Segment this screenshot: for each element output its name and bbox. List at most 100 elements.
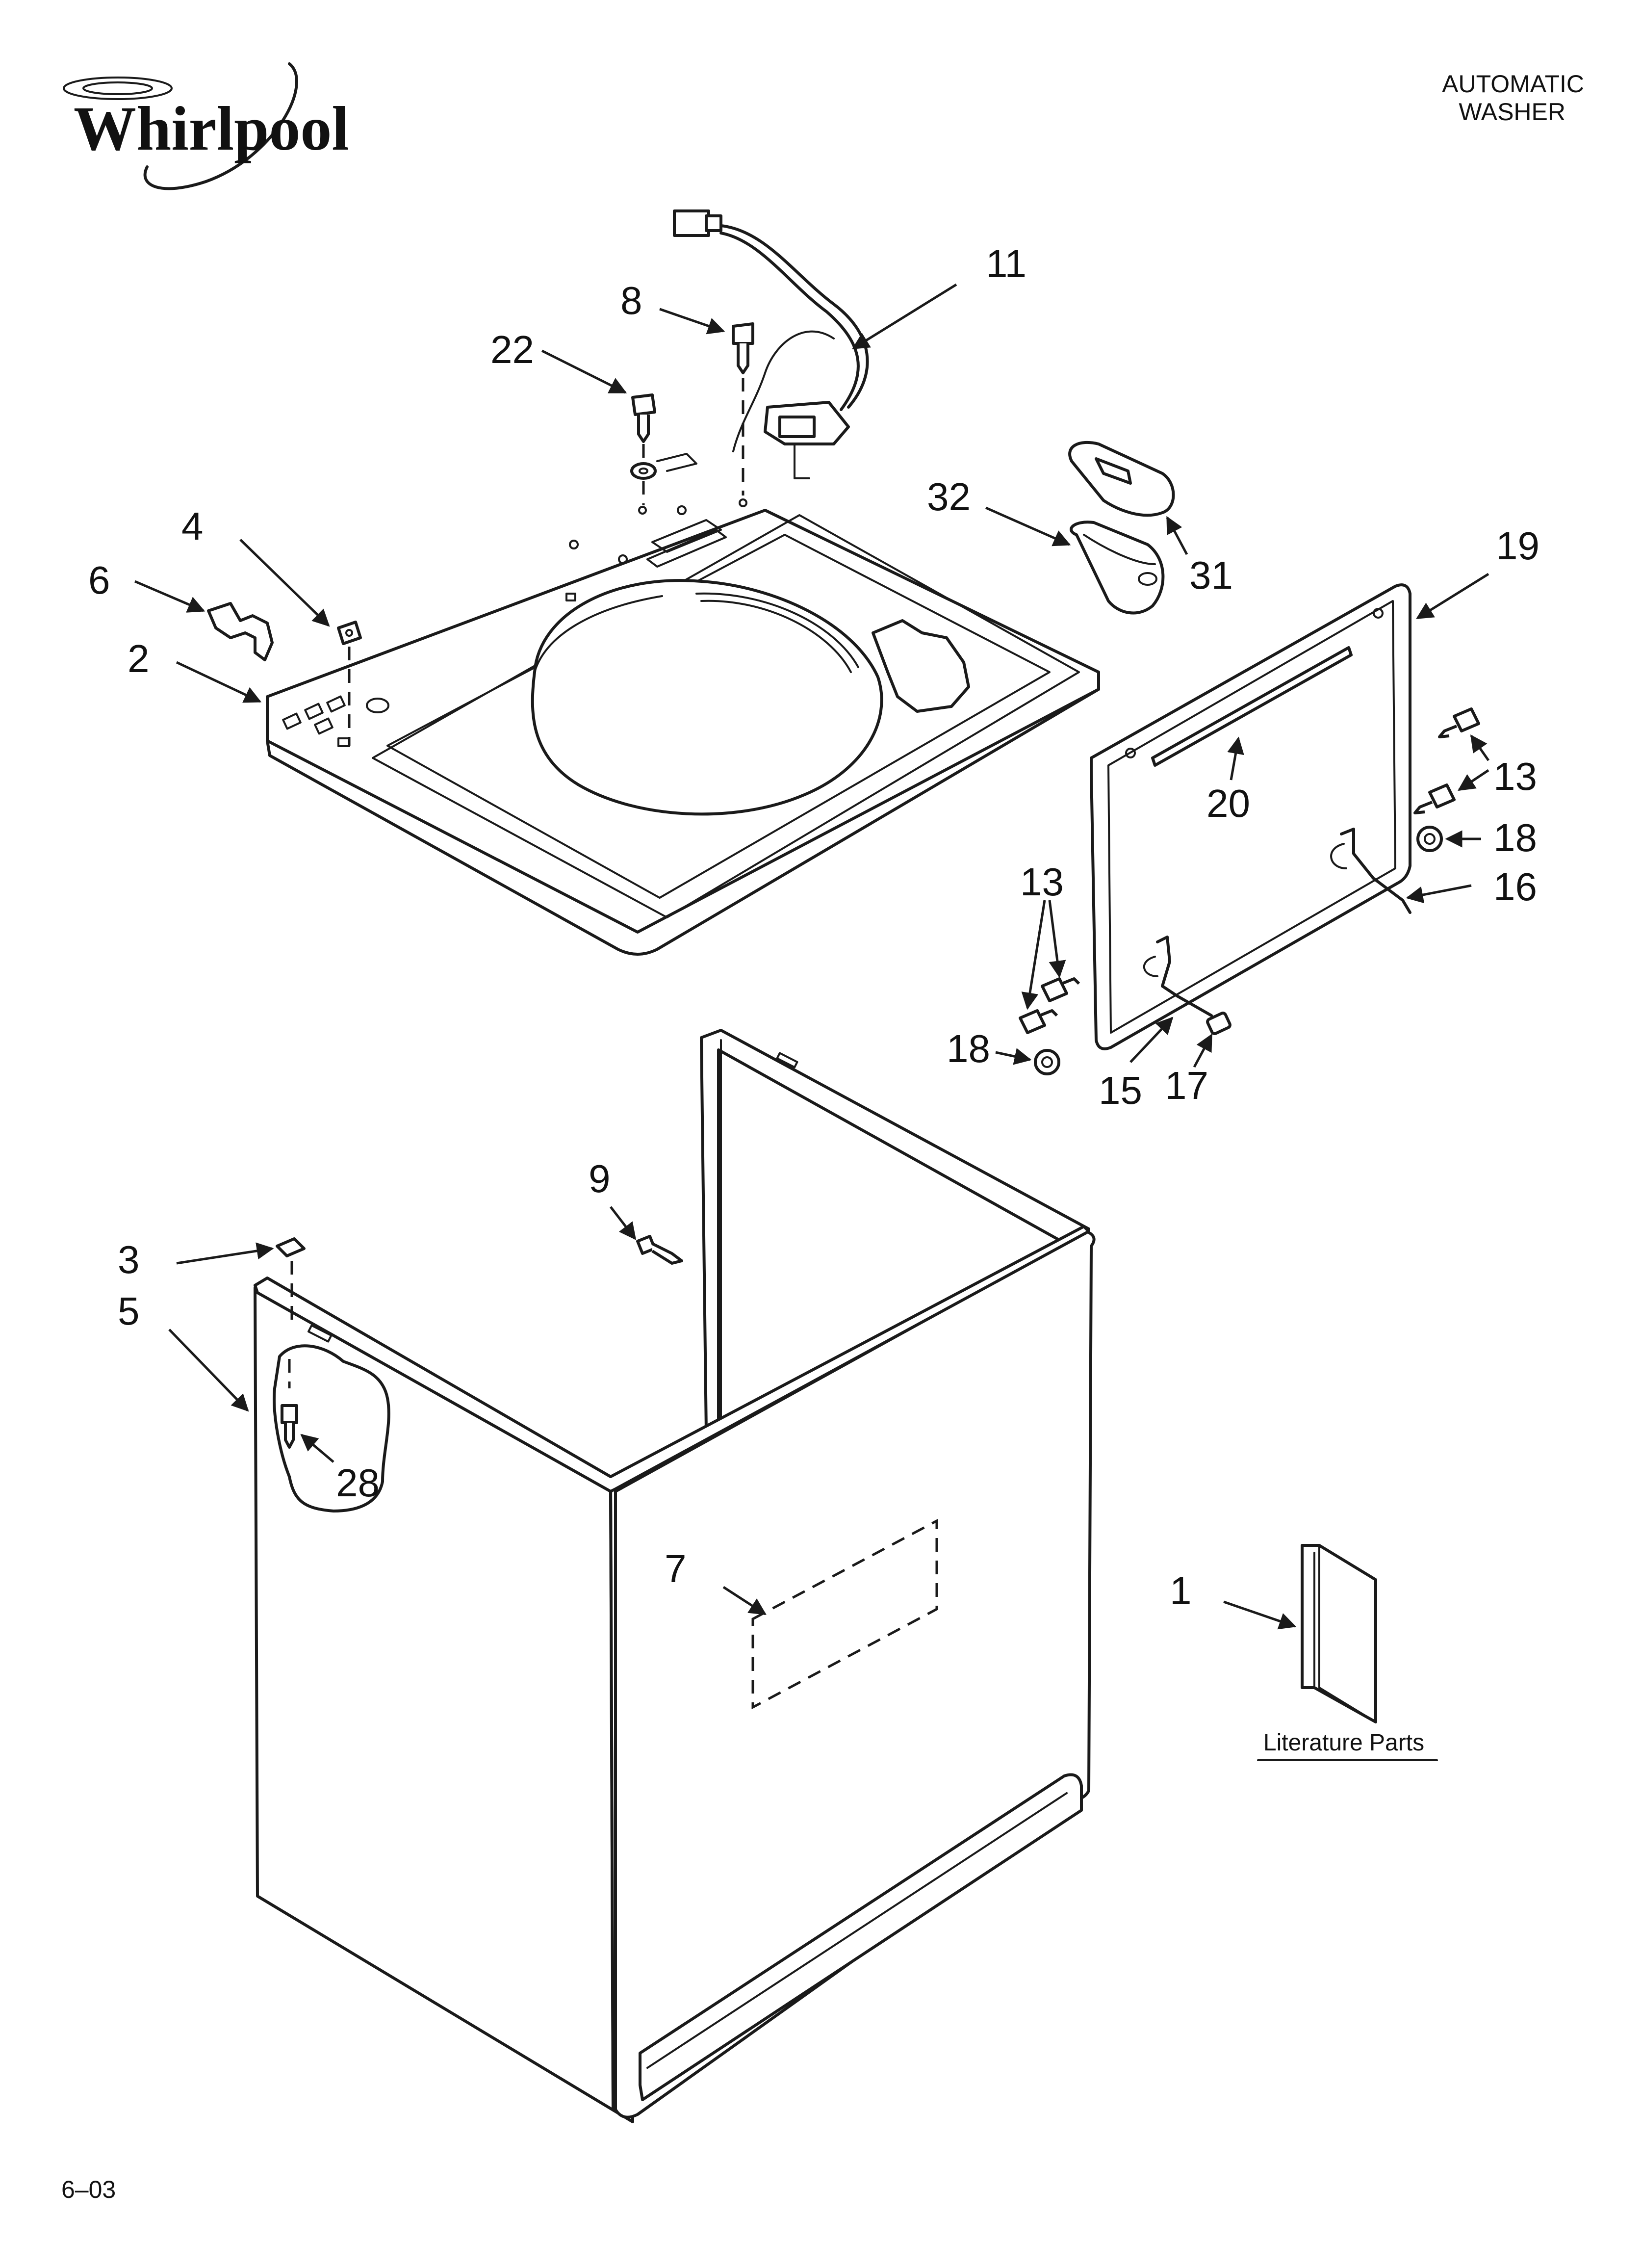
screw-13-ur-head (1453, 707, 1480, 732)
harness-wire-1 (719, 224, 869, 409)
panel-hole-2 (618, 554, 628, 564)
panel-slot-2b (646, 529, 727, 568)
screw-28-head (281, 1404, 298, 1424)
screw-13-upper-right (1438, 707, 1480, 738)
cup-32-rim (1083, 534, 1156, 565)
callout-15: 15 (1099, 1069, 1142, 1112)
leader-7 (722, 1586, 767, 1616)
screw-13-lu-head (1041, 977, 1068, 1002)
leader-lines (134, 283, 1490, 1630)
callout-8: 8 (620, 279, 642, 322)
callout-11: 11 (986, 242, 1026, 286)
leader-28 (300, 1434, 334, 1463)
cabinet (254, 1029, 1096, 2123)
leader-13b-2 (1021, 900, 1046, 1010)
leader-8 (659, 308, 725, 335)
harness-connector-tab (705, 214, 722, 232)
lid-inner (1107, 600, 1396, 1034)
leader-13b-1 (1048, 900, 1066, 978)
lid (1090, 583, 1411, 1050)
callout-5: 5 (118, 1289, 140, 1333)
grommet-18-left-outer (1034, 1049, 1060, 1075)
callout-28: 28 (336, 1461, 380, 1505)
hinge-15-loop (1143, 956, 1158, 977)
screw-13-lower-right (1413, 783, 1456, 814)
part-4-hole (345, 629, 353, 637)
screw-13-left-lower (1019, 1009, 1058, 1034)
leader-31 (1166, 516, 1188, 555)
header-line-2: WASHER (1459, 98, 1565, 126)
lid-switch-actuator (778, 416, 816, 438)
callout-4: 4 (181, 504, 204, 548)
leader-18b (995, 1048, 1032, 1065)
leader-32 (985, 506, 1071, 547)
leader-16 (1406, 884, 1472, 904)
part-7-label-outline (751, 1518, 938, 1710)
cabinet-slot-back (776, 1052, 798, 1069)
cup-32-body (1070, 521, 1165, 615)
lid-opening-rim-3 (534, 595, 663, 673)
screw-22-washer-hole (639, 468, 648, 474)
callout-9: 9 (589, 1157, 611, 1200)
top-panel-front-edge (266, 688, 1100, 934)
lid-switch-harness (673, 209, 869, 479)
screw-13-ll-shank (1039, 1009, 1058, 1017)
bushing-17-body (1206, 1012, 1232, 1035)
part-3-clip (276, 1237, 306, 1257)
screw-13-lr-shank (1413, 801, 1433, 814)
cabinet-toe-kick-line (646, 1792, 1068, 2069)
grommet-18-right-outer (1416, 826, 1443, 852)
part-4-body (337, 621, 362, 645)
screw-8-shank (737, 343, 749, 374)
callout-31: 31 (1189, 553, 1233, 597)
screw-22-head (631, 393, 656, 416)
leader-11 (852, 283, 957, 350)
cabinet-cutaway (273, 1344, 390, 1512)
callout-17: 17 (1165, 1064, 1208, 1107)
panel-slot-3 (282, 712, 302, 730)
panel-slot-1 (304, 703, 324, 720)
hinge-15 (1156, 936, 1213, 1017)
whirlpool-logo: Whirlpool (63, 62, 349, 190)
lid-opening-rim-2 (700, 600, 852, 673)
hinge-16-loop (1330, 843, 1347, 869)
leader-5 (168, 1329, 249, 1412)
screw-13-lu-shank (1061, 977, 1080, 985)
bushing-17 (1206, 1012, 1232, 1035)
lid-hole-top-right (1373, 608, 1384, 619)
screw-13-lr-head (1428, 783, 1456, 808)
callout-16: 16 (1493, 865, 1537, 909)
header-line-1: AUTOMATIC (1442, 70, 1584, 98)
grommet-18-left (1034, 1049, 1060, 1075)
leader-17 (1193, 1033, 1213, 1068)
callout-20: 20 (1206, 782, 1250, 825)
logo-swirl-outer (63, 77, 173, 100)
leader-9 (610, 1206, 637, 1240)
screw-13-left-upper (1041, 977, 1080, 1002)
panel-hole-1 (569, 540, 579, 549)
dispenser-cup-31 (1068, 441, 1175, 517)
screw-13-ll-head (1019, 1009, 1046, 1034)
cabinet-front-panel (614, 1230, 1096, 2119)
panel-hole-3 (677, 505, 687, 515)
screw-22 (630, 393, 697, 505)
grommet-18-right (1416, 826, 1443, 852)
grommet-18-right-inner (1424, 833, 1436, 845)
literature-booklet-spine (1318, 1544, 1377, 1723)
lid-opening (531, 579, 883, 816)
leader-19 (1416, 573, 1489, 620)
harness-connector (673, 209, 710, 237)
panel-hole-large (366, 698, 389, 713)
screw-13-ur-shank (1438, 725, 1458, 738)
cup-31-opening (1095, 457, 1132, 485)
leader-3 (176, 1242, 274, 1265)
panel-hole-5 (739, 498, 747, 507)
lid-opening-rim-1 (695, 592, 859, 668)
callout-6: 6 (88, 558, 110, 602)
panel-slot-2 (326, 695, 346, 713)
leader-13a-1 (1470, 734, 1490, 761)
panel-slot-lid-switch (651, 519, 722, 553)
panel-slot-4 (314, 717, 334, 735)
